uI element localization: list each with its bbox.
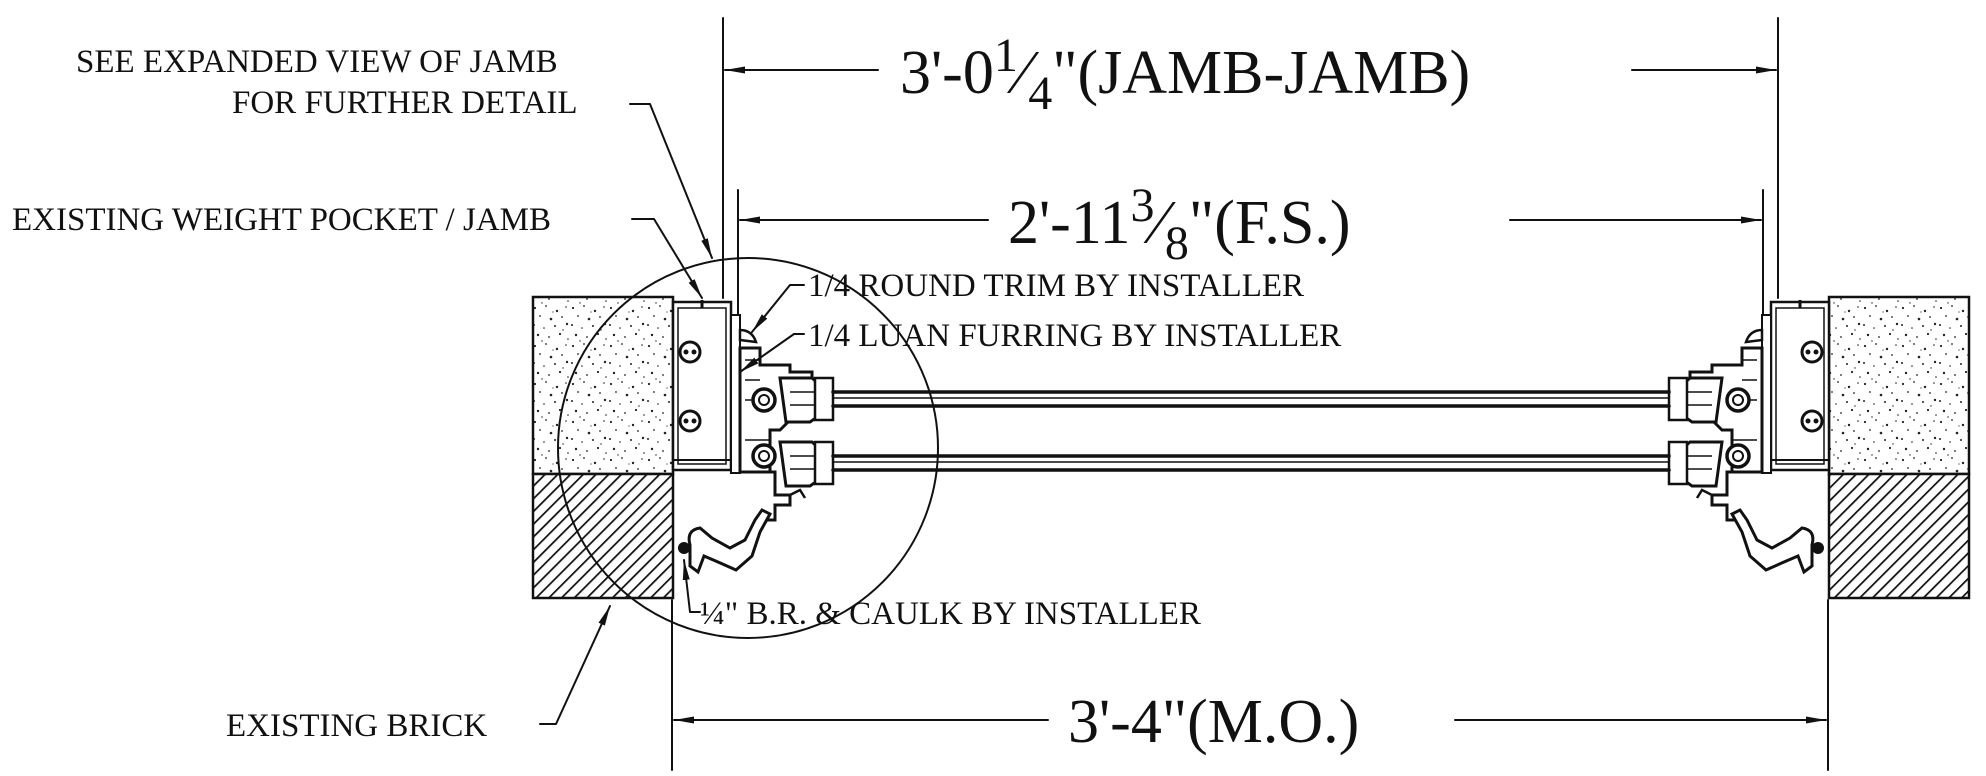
left-jamb-assembly [671,300,758,474]
svg-text:2'-113⁄8"(F.S.): 2'-113⁄8"(F.S.) [1008,179,1351,270]
callout-round-trim: 1/4 ROUND TRIM BY INSTALLER [751,268,1304,333]
callout-caulk: ¼" B.R. & CAULK BY INSTALLER [682,559,1201,632]
right-jamb-assembly [1744,300,1831,474]
weight-pocket-left [671,300,733,472]
brick-left [531,472,675,600]
brick-right [1827,472,1971,600]
right-frame-profile [1667,346,1824,575]
left-wall [531,295,675,600]
left-frame-profile [678,346,835,575]
weight-pocket-right [1769,300,1831,472]
quarter-round-trim-left [738,328,758,344]
dimension-masonry-opening: 3'-4"(M.O.) [673,688,1827,756]
callout-weight-pocket: EXISTING WEIGHT POCKET / JAMB [12,202,703,299]
dimension-free-span: 2'-113⁄8"(F.S.) [739,179,1762,270]
quarter-round-trim-right [1744,328,1764,344]
extension-lines [671,17,1829,771]
sash-weight-upper-right [1800,340,1824,364]
fraction-numerator: 1 [994,29,1018,82]
callout-weight-pocket-label: EXISTING WEIGHT POCKET / JAMB [12,202,551,238]
brick-mould-left [687,508,773,575]
callout-caulk-label: ¼" B.R. & CAULK BY INSTALLER [700,596,1201,632]
fraction-denominator: 8 [1165,217,1189,270]
callout-luan-furring-label: 1/4 LUAN FURRING BY INSTALLER [808,318,1341,354]
right-wall [1827,295,1971,600]
plaster-stucco-left [531,295,675,476]
fraction-denominator: 4 [1028,67,1052,120]
expanded-view-detail-circle [557,257,939,639]
lower-sash-glazing [831,454,1671,472]
callout-luan-furring: 1/4 LUAN FURRING BY INSTALLER [739,318,1341,373]
sash-weight-upper-left [678,340,702,364]
dimension-text: 2'-11 [1008,189,1131,257]
sash-weight-lower-left [678,409,702,433]
svg-text:3'-01⁄4"(JAMB-JAMB): 3'-01⁄4"(JAMB-JAMB) [900,29,1470,120]
plaster-stucco-right [1827,295,1971,476]
callout-expanded-view-line1: SEE EXPANDED VIEW OF JAMB [76,44,558,80]
callout-round-trim-label: 1/4 ROUND TRIM BY INSTALLER [808,268,1304,304]
dimension-suffix: "(JAMB-JAMB) [1052,39,1470,107]
upper-sash-glazing [831,390,1671,408]
callout-expanded-view: SEE EXPANDED VIEW OF JAMB FOR FURTHER DE… [76,44,713,259]
callout-brick-label: EXISTING BRICK [226,708,487,744]
callout-brick: EXISTING BRICK [226,605,611,744]
callout-expanded-view-line2: FOR FURTHER DETAIL [232,85,578,121]
sash-weight-lower-right [1800,409,1824,433]
dimension-jamb-to-jamb: 3'-01⁄4"(JAMB-JAMB) [724,29,1777,120]
fraction-numerator: 3 [1131,179,1155,232]
dimension-text: 3'-0 [900,39,994,107]
dimension-suffix: "(F.S.) [1189,189,1351,257]
dimension-text: 3'-4"(M.O.) [1068,688,1359,756]
